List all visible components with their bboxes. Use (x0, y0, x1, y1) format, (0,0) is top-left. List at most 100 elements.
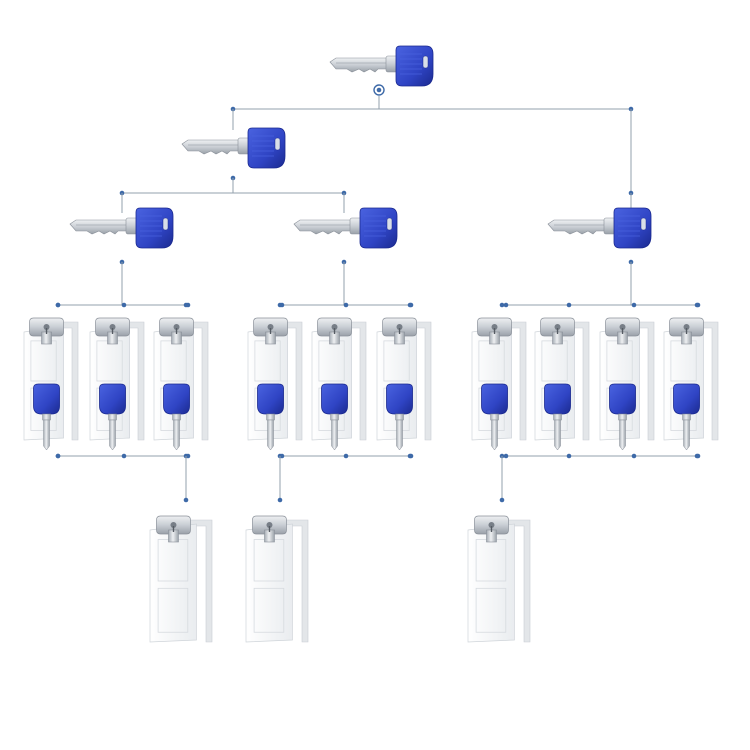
central-bus-dot (695, 453, 701, 459)
node-dot (183, 497, 189, 503)
group-1-door-2 (89, 317, 145, 451)
door-node-dot (343, 302, 349, 308)
keyhole-icon (173, 324, 180, 330)
group-3-door-3 (599, 317, 655, 451)
group-2-key-icon (293, 207, 398, 249)
central-bus-dot (55, 453, 61, 459)
door-node-dot (631, 302, 637, 308)
key-blade (181, 139, 241, 155)
keyhole-icon (619, 324, 626, 330)
node-dot (499, 302, 505, 308)
group-2-door-3 (376, 317, 432, 451)
grand-master-node-dot (376, 87, 382, 93)
keyhole-icon (554, 324, 561, 330)
keyhole-icon (396, 324, 403, 330)
group-1-key-icon (69, 207, 174, 249)
keyhole-icon (43, 324, 50, 330)
inserted-key-blade (396, 419, 403, 451)
inserted-key-shoulder (682, 413, 691, 421)
inserted-key-blade (43, 419, 50, 451)
group-2-door-1 (247, 317, 303, 451)
inserted-key-blade (267, 419, 274, 451)
keyhole-icon (683, 324, 690, 330)
central-bus-dot (343, 453, 349, 459)
master-key-1-icon (181, 127, 286, 169)
inserted-key-head (609, 383, 636, 415)
group-1-door-1 (23, 317, 79, 451)
inserted-key-head (33, 383, 60, 415)
central-bus-dot (121, 453, 127, 459)
inserted-key-shoulder (172, 413, 181, 421)
key-blade (293, 219, 353, 235)
node-dot (277, 302, 283, 308)
key-blade (69, 219, 129, 235)
door-node-dot (121, 302, 127, 308)
central-bus-dot (566, 453, 572, 459)
inserted-key-shoulder (108, 413, 117, 421)
inserted-key-shoulder (266, 413, 275, 421)
key-window (422, 55, 429, 69)
inserted-key-blade (173, 419, 180, 451)
node-dot (407, 302, 413, 308)
group-3-key-icon (547, 207, 652, 249)
central-bus-dot (631, 453, 637, 459)
inserted-key-blade (683, 419, 690, 451)
keyhole-icon (109, 324, 116, 330)
group-1-door-3 (153, 317, 209, 451)
node-dot (183, 302, 189, 308)
keyhole-icon (491, 324, 498, 330)
key-blade (547, 219, 607, 235)
group-3-central-door (467, 515, 531, 643)
keyhole-icon (267, 324, 274, 330)
key-window (274, 137, 281, 151)
door-panel-lower (475, 587, 507, 633)
door-node-dot (503, 302, 509, 308)
key-window (386, 217, 393, 231)
door-panel-lower (253, 587, 285, 633)
grand-master-node-ring (373, 84, 385, 96)
inserted-key-shoulder (553, 413, 562, 421)
inserted-key-blade (554, 419, 561, 451)
grand-master-key-icon (329, 45, 434, 87)
inserted-key-shoulder (42, 413, 51, 421)
key-window (640, 217, 647, 231)
connector-lines (55, 84, 701, 503)
group-3-door-2 (534, 317, 590, 451)
inserted-key-shoulder (330, 413, 339, 421)
inserted-key-blade (331, 419, 338, 451)
inserted-key-head (673, 383, 700, 415)
inserted-key-blade (491, 419, 498, 451)
keyhole-icon (488, 522, 495, 528)
inserted-key-head (321, 383, 348, 415)
keyhole-icon (170, 522, 177, 528)
door-panel-lower (157, 587, 189, 633)
inserted-key-head (481, 383, 508, 415)
keyhole-icon (331, 324, 338, 330)
group-2-central-door (245, 515, 309, 643)
door-node-dot (566, 302, 572, 308)
group-3-door-1 (471, 317, 527, 451)
inserted-key-blade (109, 419, 116, 451)
inserted-key-head (386, 383, 413, 415)
node-dot (277, 497, 283, 503)
central-bus-dot (408, 453, 414, 459)
keyhole-icon (266, 522, 273, 528)
inserted-key-head (163, 383, 190, 415)
group-3-door-4 (663, 317, 719, 451)
central-bus-dot (503, 453, 509, 459)
group-2-door-2 (311, 317, 367, 451)
inserted-key-shoulder (490, 413, 499, 421)
node-dot (499, 497, 505, 503)
inserted-key-head (99, 383, 126, 415)
inserted-key-shoulder (395, 413, 404, 421)
inserted-key-shoulder (618, 413, 627, 421)
key-blade (329, 57, 389, 73)
node-dot (55, 302, 61, 308)
diagram-nodes (23, 45, 719, 643)
central-bus-dot (279, 453, 285, 459)
group-1-central-door (149, 515, 213, 643)
key-window (162, 217, 169, 231)
node-dot (694, 302, 700, 308)
inserted-key-head (257, 383, 284, 415)
